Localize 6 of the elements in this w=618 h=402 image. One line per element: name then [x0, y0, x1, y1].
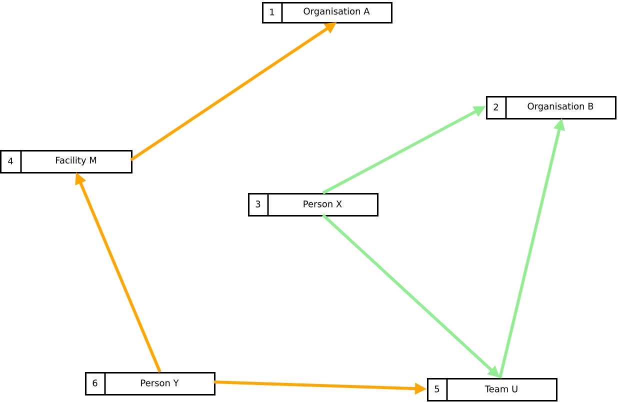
numbered-box: 3 Person X	[248, 193, 378, 216]
numbered-box: 6 Person Y	[85, 372, 216, 396]
numbered-box: 4 Facility M	[0, 150, 132, 174]
numbered-box: 2 Organisation B	[486, 96, 616, 120]
numbered-box: 5 Team U	[427, 378, 558, 402]
numbered-box: 1 Organisation A	[262, 2, 392, 24]
